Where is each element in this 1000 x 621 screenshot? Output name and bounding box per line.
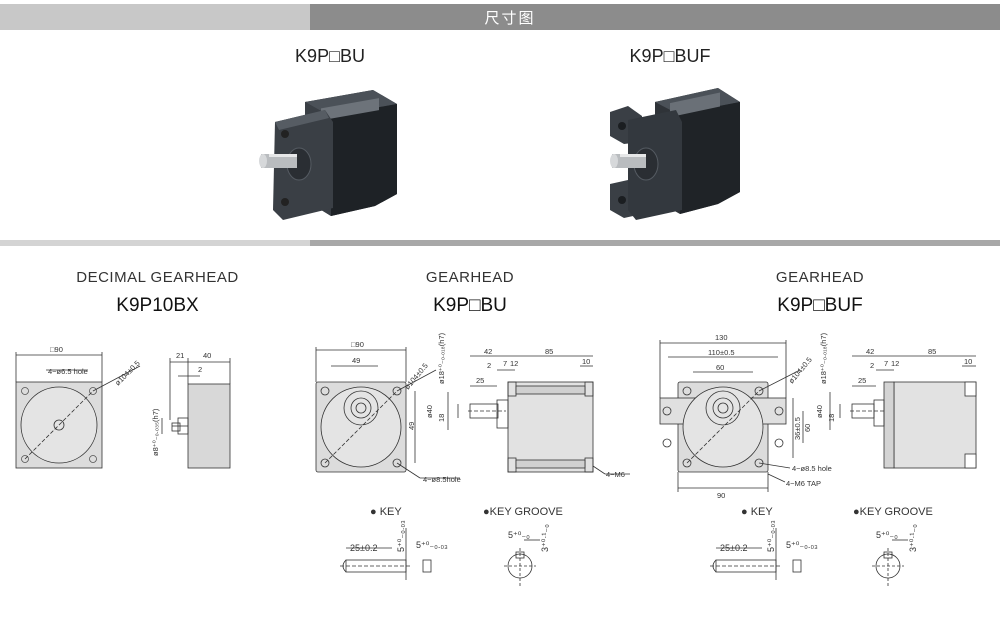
- header-bar-right: [310, 4, 1000, 30]
- dim-d3-42: 42: [866, 347, 874, 356]
- dim-d3-110: 110±0.5: [708, 348, 735, 357]
- dim-d1-2: 2: [198, 365, 202, 374]
- product-label-buf: K9P□BUF: [629, 46, 711, 66]
- dim-d1-shaft: ø8⁺⁰₋₀.₀₃₅(h7): [151, 408, 160, 456]
- key-detail-bu: [340, 528, 432, 580]
- dim-d3-85: 85: [928, 347, 936, 356]
- dim-groove-5-bu: 5⁺⁰₋₀: [508, 530, 530, 540]
- dim-d2-shaft: ø18⁺⁰₋₀.₀₁₈(h7): [437, 332, 446, 384]
- key-label-buf: ● KEY: [741, 506, 773, 518]
- dim-d1-21: 21: [176, 351, 184, 360]
- product-photo-bu: [259, 90, 397, 220]
- drawing-buf-front: [659, 340, 804, 492]
- dim-d2-49a: 49: [352, 356, 360, 365]
- product-photo-buf: [610, 88, 740, 220]
- section-title-bu: K9P□BU: [433, 295, 507, 316]
- dim-key-5b-buf: 5⁺⁰₋₀.₀₃: [786, 540, 818, 550]
- dim-d3-tap: 4−M6 TAP: [786, 479, 821, 488]
- technical-drawings: □90 4−ø6.5 hole ø104±0.5 21 40 2 ø8⁺⁰₋₀.…: [15, 332, 977, 586]
- dim-d2-40: ø40: [425, 405, 434, 418]
- dim-d1-square: □90: [50, 345, 63, 354]
- dim-d2-49b: 49: [407, 422, 416, 430]
- dim-d3-shaft: ø18⁺⁰₋₀.₀₁₈(h7): [819, 332, 828, 384]
- dim-d3-60: 60: [716, 363, 724, 372]
- dim-d2-85: 85: [545, 347, 553, 356]
- dim-d2-7: 7: [503, 359, 507, 368]
- dim-d2-25: 25: [476, 376, 484, 385]
- dim-d3-10: 10: [964, 357, 972, 366]
- dim-d1-40: 40: [203, 351, 211, 360]
- dim-d2-10: 10: [582, 357, 590, 366]
- dim-d3-130: 130: [715, 333, 728, 342]
- dim-d2-18: 18: [437, 414, 446, 422]
- dim-d2-2: 2: [487, 361, 491, 370]
- dim-d3-hole: 4−ø8.5 hole: [792, 464, 832, 473]
- dim-groove-3-buf: 3⁺⁰·¹₋₀: [908, 524, 918, 552]
- dim-key-5a-bu: 5⁺⁰₋₀.₀₃: [396, 520, 406, 552]
- key-detail-buf: [710, 528, 802, 580]
- section-title-buf: K9P□BUF: [777, 295, 863, 316]
- drawing-decimal-side: [161, 358, 231, 469]
- dim-key-25-bu: 25±0.2: [350, 543, 377, 553]
- dim-d1-pcd: ø104±0.5: [113, 359, 142, 388]
- key-label-bu: ● KEY: [370, 506, 402, 518]
- divider-right: [310, 240, 1000, 246]
- dim-d2-12: 12: [510, 359, 518, 368]
- divider-left: [0, 240, 310, 246]
- key-groove-label-buf: ●KEY GROOVE: [853, 506, 933, 518]
- section-subtitle-buf: GEARHEAD: [775, 269, 865, 286]
- dim-d3-18: 18: [827, 414, 836, 422]
- dim-groove-3-bu: 3⁺⁰·¹₋₀: [540, 524, 550, 552]
- dim-key-25-buf: 25±0.2: [720, 543, 747, 553]
- dim-d3-60b: 60: [803, 424, 812, 432]
- drawing-bu-side: [447, 355, 630, 475]
- dim-d2-square: □90: [351, 340, 364, 349]
- header-bar-left: [0, 4, 310, 30]
- section-subtitle-bu: GEARHEAD: [425, 269, 515, 286]
- key-groove-label-bu: ●KEY GROOVE: [483, 506, 563, 518]
- dim-d3-7: 7: [884, 359, 888, 368]
- dim-groove-5-buf: 5⁺⁰₋₀: [876, 530, 898, 540]
- dim-d2-pcd: ø104±0.5: [403, 361, 430, 391]
- dim-d1-hole: 4−ø6.5 hole: [48, 367, 88, 376]
- product-label-bu: K9P□BU: [295, 46, 365, 66]
- section-divider: [0, 240, 1000, 246]
- dim-d3-36: 36±0.5: [793, 417, 802, 440]
- section-title-decimal: K9P10BX: [116, 295, 199, 316]
- dim-d3-pcd: ø104±0.5: [787, 355, 814, 385]
- dim-d3-90: 90: [717, 491, 725, 500]
- key-groove-detail-buf: [872, 539, 908, 586]
- dim-d2-42: 42: [484, 347, 492, 356]
- dim-d3-2: 2: [870, 361, 874, 370]
- header-bar: 尺寸图: [0, 4, 1000, 30]
- header-title: 尺寸图: [484, 9, 536, 27]
- section-subtitle-decimal: DECIMAL GEARHEAD: [76, 269, 239, 286]
- dim-d3-12: 12: [891, 359, 899, 368]
- drawing-buf-side: [829, 355, 977, 469]
- drawing-bu-front: [315, 347, 460, 479]
- key-groove-detail-bu: [504, 539, 540, 586]
- dim-key-5b-bu: 5⁺⁰₋₀.₀₃: [416, 540, 448, 550]
- dim-d3-25: 25: [858, 376, 866, 385]
- dim-d2-hole: 4−ø8.5hole: [423, 475, 461, 484]
- dim-d2-m6: 4−M6: [606, 470, 625, 479]
- dim-d3-40: ø40: [815, 405, 824, 418]
- drawing-decimal-front: [15, 352, 141, 469]
- dim-key-5a-buf: 5⁺⁰₋₀.₀₃: [766, 520, 776, 552]
